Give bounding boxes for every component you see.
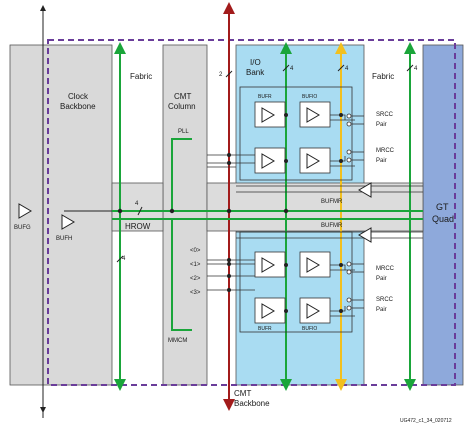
bufh-label: BUFH bbox=[56, 236, 72, 242]
pll-output bbox=[171, 138, 192, 211]
bus-width-clock: 4 bbox=[122, 256, 126, 262]
bufio-bottom-block bbox=[299, 251, 331, 278]
figure-id: UG472_c1_34_020712 bbox=[400, 418, 452, 424]
bufio-top-label: BUFIO bbox=[302, 94, 317, 100]
clock-backbone-column bbox=[9, 44, 113, 386]
clock-backbone-label-1: Clock bbox=[68, 92, 89, 101]
srcc-top-label-2: Pair bbox=[376, 122, 387, 128]
cmt-column bbox=[162, 44, 208, 386]
fabric-left-label: Fabric bbox=[130, 72, 152, 81]
srcc-bottom-label-1: SRCC bbox=[376, 297, 394, 303]
bus-width-hrow: 4 bbox=[135, 201, 139, 207]
port-3-label: <3> bbox=[190, 290, 201, 296]
bufr-top-label: BUFR bbox=[258, 94, 272, 100]
cmt-column-label-1: CMT bbox=[174, 92, 191, 101]
bufh-buffer-icon bbox=[61, 214, 75, 230]
mrcc-top-label-2: Pair bbox=[376, 158, 387, 164]
device-boundary bbox=[47, 39, 456, 386]
io-bank-label-2: Bank bbox=[246, 68, 265, 77]
srcc-top-pins bbox=[346, 113, 364, 127]
hrow-label: HROW bbox=[125, 222, 151, 231]
cmt-backbone-label-2: Backbone bbox=[234, 399, 270, 408]
gt-quad-column bbox=[422, 44, 464, 386]
bufr-bottom-label: BUFR bbox=[258, 326, 272, 332]
mrcc-bottom-label-2: Pair bbox=[376, 276, 387, 282]
io-bank-label-1: I/O bbox=[250, 58, 261, 67]
cmt-column-label-2: Column bbox=[168, 102, 196, 111]
mrcc-top-label-1: MRCC bbox=[376, 148, 395, 154]
bus-width-cmt: 2 bbox=[219, 72, 223, 78]
bufmr-bottom bbox=[236, 227, 423, 243]
bufmr-bottom-label: BUFMR bbox=[321, 223, 343, 229]
bufr-top-block-2 bbox=[254, 147, 286, 174]
mrcc-bottom-pins bbox=[346, 261, 364, 275]
bus-width-io-yellow: 4 bbox=[345, 66, 349, 72]
gt-quad-label-2: Quad bbox=[432, 214, 454, 224]
bufr-top-block bbox=[254, 101, 286, 128]
port-2-label: <2> bbox=[190, 276, 201, 282]
mmcm-output bbox=[171, 219, 192, 331]
bufio-top-block-2 bbox=[299, 147, 331, 174]
fabric-right-label: Fabric bbox=[372, 72, 394, 81]
srcc-top-label-1: SRCC bbox=[376, 112, 394, 118]
io-group-top bbox=[239, 86, 353, 181]
hrow-band-right bbox=[206, 182, 424, 232]
port-0-label: <0> bbox=[190, 248, 201, 254]
srcc-bottom-pins bbox=[346, 297, 364, 311]
gt-quad-label-1: GT bbox=[436, 202, 449, 212]
cmt-backbone-label-1: CMT bbox=[234, 389, 251, 398]
mrcc-top-pins bbox=[346, 149, 364, 163]
pll-label: PLL bbox=[178, 129, 189, 135]
bufio-top-block bbox=[299, 101, 331, 128]
bufio-bottom-block-2 bbox=[299, 297, 331, 324]
bufr-bottom-block bbox=[254, 251, 286, 278]
bufmr-top-label: BUFMR bbox=[321, 199, 343, 205]
bufg-buffer-icon bbox=[18, 203, 32, 219]
clock-backbone-label-2: Backbone bbox=[60, 102, 96, 111]
srcc-bottom-label-2: Pair bbox=[376, 307, 387, 313]
mrcc-bottom-label-1: MRCC bbox=[376, 266, 395, 272]
port-1-label: <1> bbox=[190, 262, 201, 268]
bus-width-fabric-right: 4 bbox=[414, 66, 418, 72]
mmcm-label: MMCM bbox=[168, 338, 187, 344]
bufg-label: BUFG bbox=[14, 225, 31, 231]
bus-width-io: 4 bbox=[290, 66, 294, 72]
bufio-bottom-label: BUFIO bbox=[302, 326, 317, 332]
bufr-bottom-block-2 bbox=[254, 297, 286, 324]
bufmr-top bbox=[236, 182, 423, 198]
